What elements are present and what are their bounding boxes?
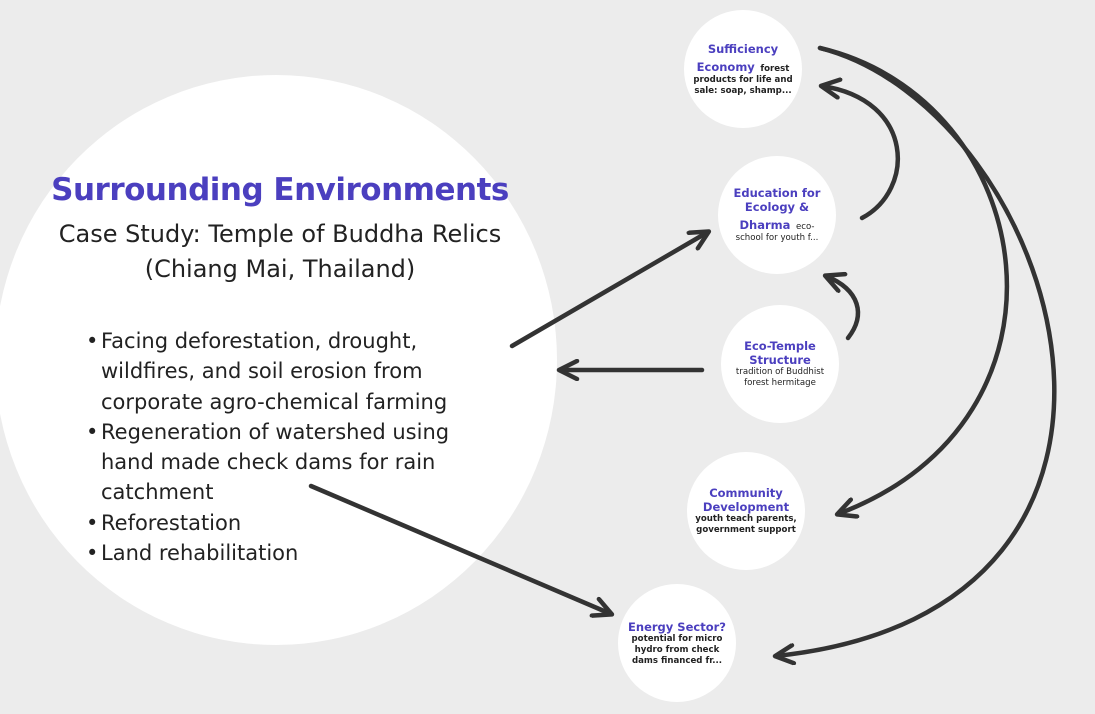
node-label: Eco-Temple xyxy=(744,339,816,353)
node-description: youth teach parents, xyxy=(695,514,797,524)
arrow-sufficiency-to-energy xyxy=(776,45,1057,656)
node-description: products for life and xyxy=(693,74,793,85)
node-description: tradition of Buddhist xyxy=(735,367,825,377)
bullet-line: Reforestation xyxy=(101,510,242,535)
node-label: Community xyxy=(709,486,783,500)
node-label: Structure xyxy=(749,353,811,367)
node-sufficiency-economy[interactable]: Sufficiency Economy forest products for … xyxy=(684,10,802,128)
node-description: potential for micro xyxy=(631,633,723,644)
node-label: Economy xyxy=(696,59,755,74)
node-description: forest xyxy=(760,63,790,74)
node-description: sale: soap, shamp... xyxy=(694,85,792,96)
node-label: Ecology & xyxy=(744,200,810,214)
bullet-marker: • xyxy=(86,510,99,535)
node-community-development[interactable]: Community Development youth teach parent… xyxy=(687,452,805,570)
diagram-title: Surrounding Environments xyxy=(51,172,509,208)
node-text: Energy Sector? potential for micro hydro… xyxy=(628,620,726,667)
node-label: Education for xyxy=(733,186,821,200)
arrow-bullets-to-energy xyxy=(308,483,611,614)
bullet-line: wildfires, and soil erosion from xyxy=(101,359,423,384)
arrow-sufficiency-to-community xyxy=(817,45,1009,514)
case-study-location: (Chiang Mai, Thailand) xyxy=(144,255,416,283)
bullet-line: Facing deforestation, drought, xyxy=(101,329,418,353)
node-label: Energy Sector? xyxy=(628,619,726,634)
node-description: hydro from check xyxy=(634,644,720,655)
arrow-eco-temple-to-education xyxy=(826,276,861,341)
node-text: Community Development youth teach parent… xyxy=(695,486,796,536)
bullet-marker: • xyxy=(86,541,99,566)
node-text: Education for Ecology & Dharma eco- scho… xyxy=(734,186,821,244)
node-description: school for youth f... xyxy=(735,233,819,243)
node-energy-sector[interactable]: Energy Sector? potential for micro hydro… xyxy=(618,584,736,702)
node-education-ecology-dharma[interactable]: Education for Ecology & Dharma eco- scho… xyxy=(718,156,836,274)
bullet-line: Land rehabilitation xyxy=(101,541,299,566)
case-study-subtitle: Case Study: Temple of Buddha Relics xyxy=(58,220,502,248)
bullet-item-deforestation: • Facing deforestation, drought, wildfir… xyxy=(86,326,476,417)
node-label: Development xyxy=(702,500,790,514)
node-description: dams financed fr... xyxy=(631,655,722,666)
node-label: Sufficiency xyxy=(707,41,779,56)
node-label: Dharma xyxy=(739,218,791,232)
bullet-line: catchment xyxy=(101,480,214,505)
node-description: forest hermitage xyxy=(744,378,816,388)
node-eco-temple-structure[interactable]: Eco-Temple Structure tradition of Buddhi… xyxy=(721,305,839,423)
node-description: government support xyxy=(696,525,796,535)
bullet-line: hand made check dams for rain xyxy=(101,450,436,475)
bullet-marker: • xyxy=(86,329,99,353)
bullet-list: • Facing deforestation, drought, wildfir… xyxy=(86,326,476,568)
arrow-education-to-sufficiency xyxy=(822,86,901,221)
node-text: Sufficiency Economy forest products for … xyxy=(693,42,792,97)
node-description: eco- xyxy=(795,222,815,232)
node-text: Eco-Temple Structure tradition of Buddhi… xyxy=(736,339,824,389)
bullet-item-reforestation: • Reforestation xyxy=(86,508,476,538)
bullet-item-watershed: • Regeneration of watershed using hand m… xyxy=(86,417,476,508)
bullet-line: corporate agro-chemical farming xyxy=(101,389,448,414)
bullet-item-land-rehabilitation: • Land rehabilitation xyxy=(86,538,476,568)
arrow-to-education xyxy=(509,232,708,349)
bullet-line: Regeneration of watershed using xyxy=(101,419,450,444)
bullet-marker: • xyxy=(86,419,99,444)
